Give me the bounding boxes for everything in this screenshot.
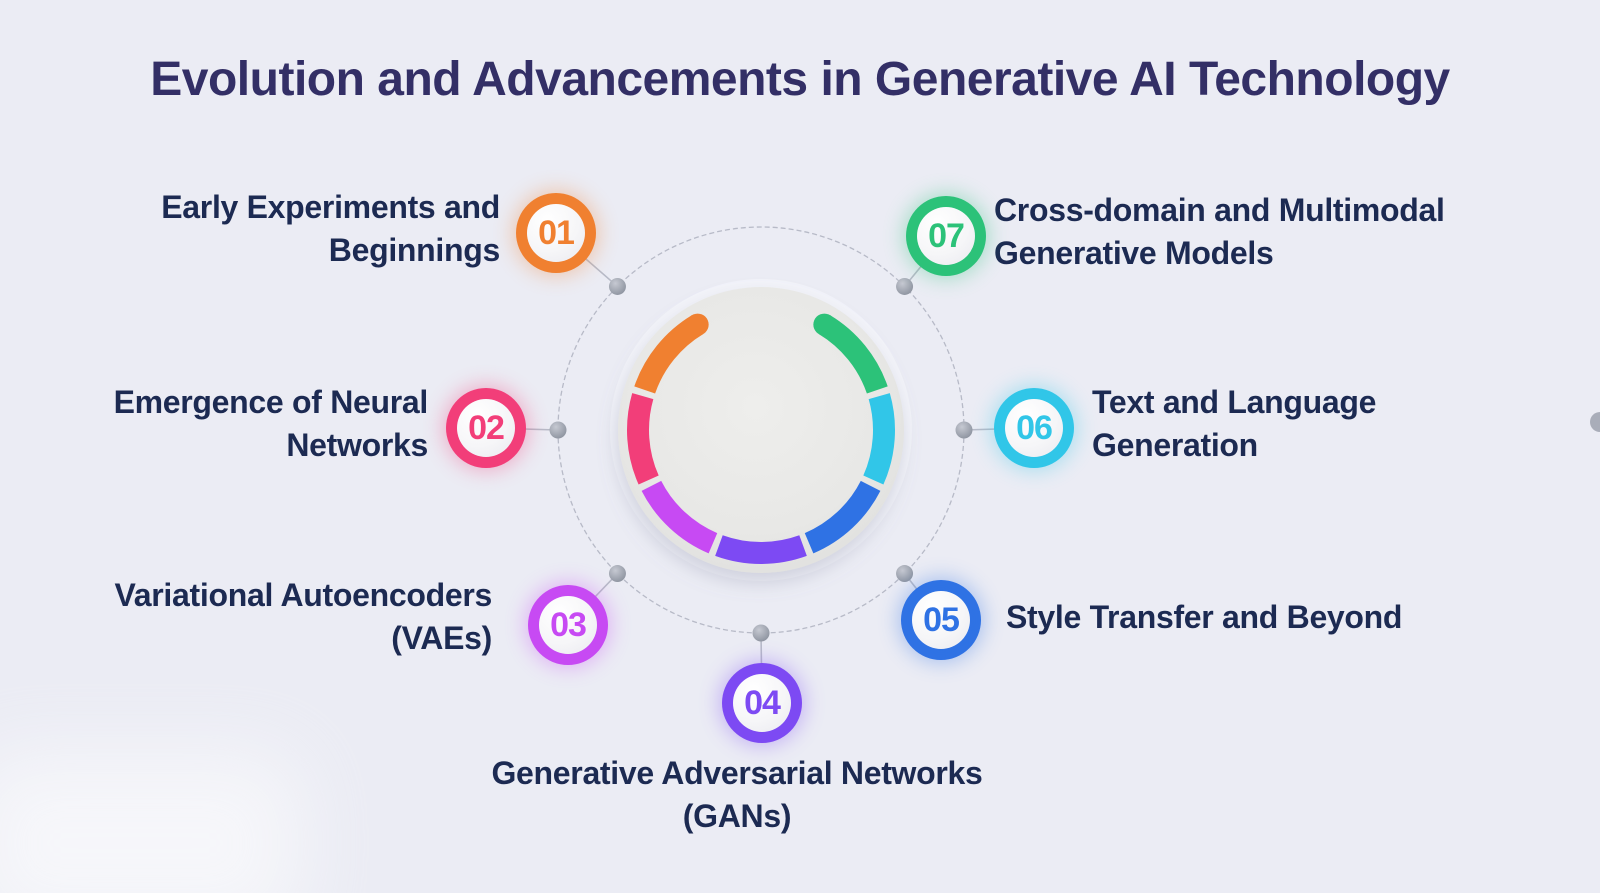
step-number-04: 04 — [744, 683, 781, 722]
step-badge-06: 06 — [994, 388, 1074, 468]
step-label-04: Generative Adversarial Networks (GANs) — [437, 752, 1037, 838]
step-label-07: Cross-domain and Multimodal Generative M… — [994, 189, 1445, 275]
label-line: Generative Adversarial Networks — [491, 755, 983, 791]
arc-segment-03 — [641, 480, 718, 554]
label-line: Beginnings — [328, 231, 501, 268]
label-line: (VAEs) — [391, 619, 492, 656]
label-line: Style Transfer and Beyond — [1006, 599, 1403, 635]
step-number-01: 01 — [538, 213, 575, 252]
step-badge-01: 01 — [516, 193, 596, 273]
step-label-02: Emergence of Neural Networks — [113, 381, 429, 467]
label-line: Emergence of Neural — [113, 384, 429, 420]
connector-dot-07 — [896, 277, 914, 295]
label-line: Networks — [286, 426, 428, 463]
label-line: Text and Language — [1092, 384, 1377, 420]
arc-segment-05 — [804, 480, 881, 554]
right-edge-artifact — [1590, 412, 1600, 432]
label-line: Generation — [1092, 426, 1258, 463]
label-line: Early Experiments and — [161, 189, 500, 225]
connector-dot-02 — [549, 421, 567, 439]
step-badge-07: 07 — [906, 196, 986, 276]
label-line: Cross-domain and Multimodal — [994, 192, 1445, 228]
step-badge-05: 05 — [901, 580, 981, 660]
step-number-02: 02 — [468, 408, 505, 447]
connector-dot-01 — [608, 277, 626, 295]
step-badge-04: 04 — [722, 663, 802, 743]
arc-tip-orange — [686, 313, 709, 336]
step-number-07: 07 — [928, 216, 965, 255]
diagram-title: Evolution and Advancements in Generative… — [150, 53, 1450, 106]
step-label-05: Style Transfer and Beyond — [1006, 596, 1402, 639]
step-number-06: 06 — [1016, 408, 1053, 447]
step-label-06: Text and Language Generation — [1092, 381, 1376, 467]
step-number-03: 03 — [550, 605, 587, 644]
step-badge-03: 03 — [528, 585, 608, 665]
connector-dot-04 — [752, 624, 770, 642]
connector-dot-05 — [896, 565, 914, 583]
arc-segment-02 — [627, 393, 659, 485]
step-label-03: Variational Autoencoders (VAEs) — [115, 574, 493, 660]
step-label-01: Early Experiments and Beginnings — [161, 186, 500, 272]
step-badge-02: 02 — [446, 388, 526, 468]
label-line: (GANs) — [682, 797, 792, 834]
step-number-05: 05 — [923, 600, 960, 639]
corner-glow-artifact — [0, 753, 300, 893]
connector-dot-03 — [608, 565, 626, 583]
arc-tip-green — [813, 313, 836, 336]
label-line: Generative Models — [994, 234, 1274, 271]
arc-segment-06 — [863, 393, 895, 485]
center-disc — [618, 287, 904, 573]
connector-dot-06 — [955, 421, 973, 439]
arc-segment-04 — [715, 535, 807, 564]
label-line: Variational Autoencoders — [114, 577, 493, 613]
